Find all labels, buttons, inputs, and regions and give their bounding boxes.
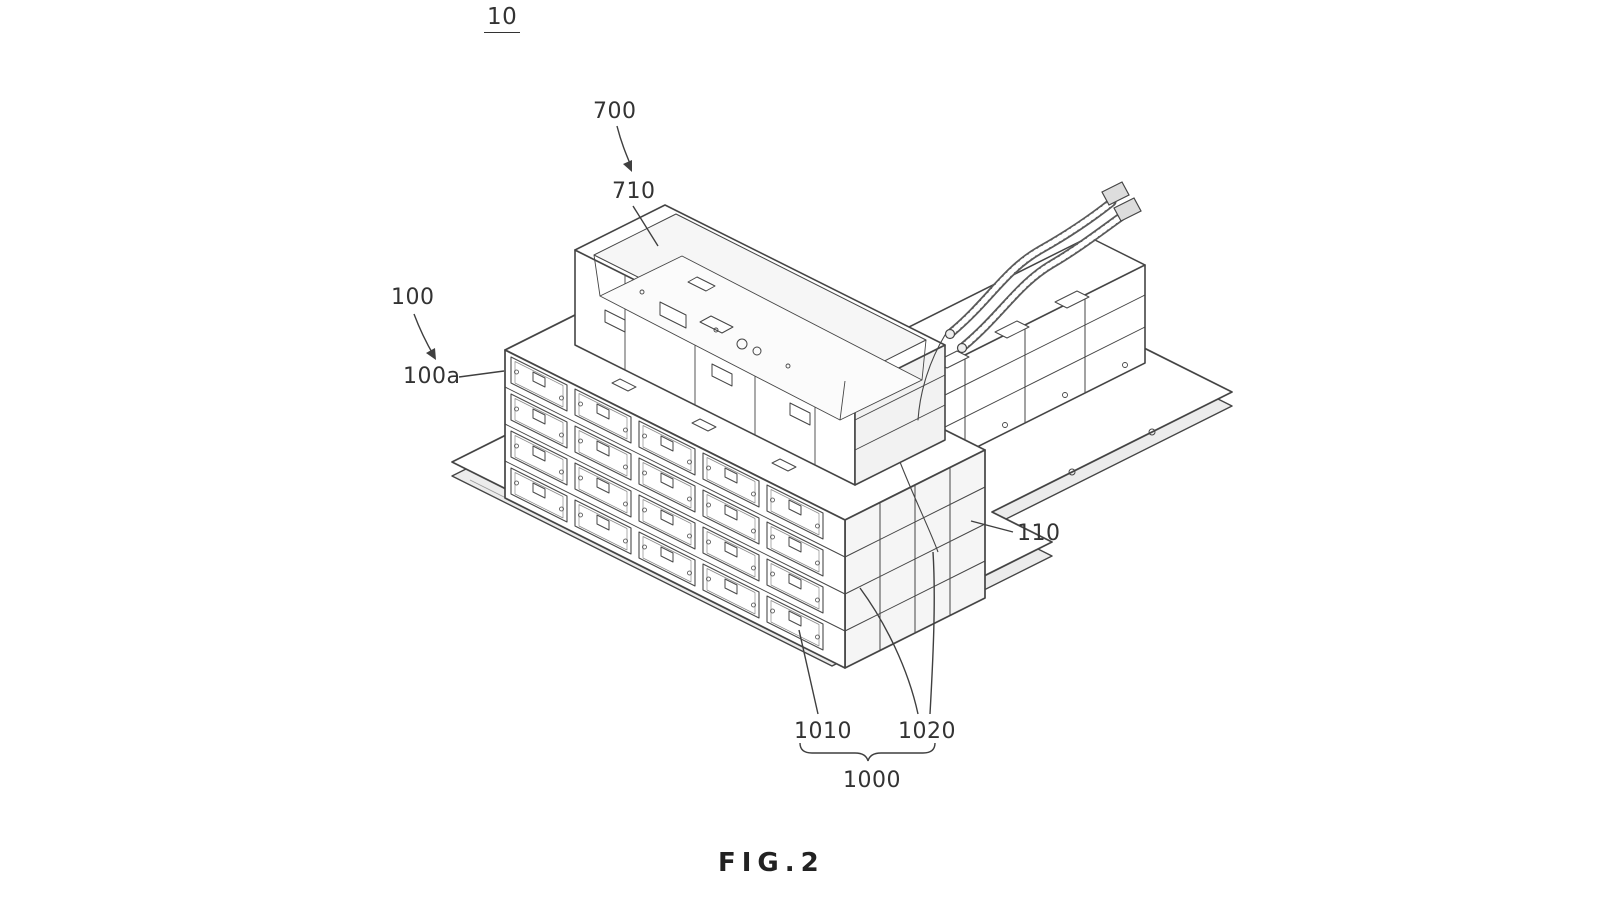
ref-label-110: 110	[1017, 521, 1061, 546]
ref-label-100: 100	[391, 285, 435, 310]
figure-caption: FIG.2	[718, 848, 825, 878]
leader-lines	[413, 125, 1014, 762]
ref-label-710: 710	[612, 179, 656, 204]
ref-label-1000: 1000	[843, 768, 901, 793]
ref-label-1010: 1010	[794, 719, 852, 744]
ref-label-700: 700	[593, 99, 637, 124]
sheet-number-label: 10	[484, 4, 521, 33]
top-housing	[574, 204, 946, 553]
ref-label-100a: 100a	[403, 364, 461, 389]
sheet-number: 10	[484, 4, 521, 33]
coolant-hoses	[917, 181, 1142, 421]
ref-label-1020: 1020	[898, 719, 956, 744]
